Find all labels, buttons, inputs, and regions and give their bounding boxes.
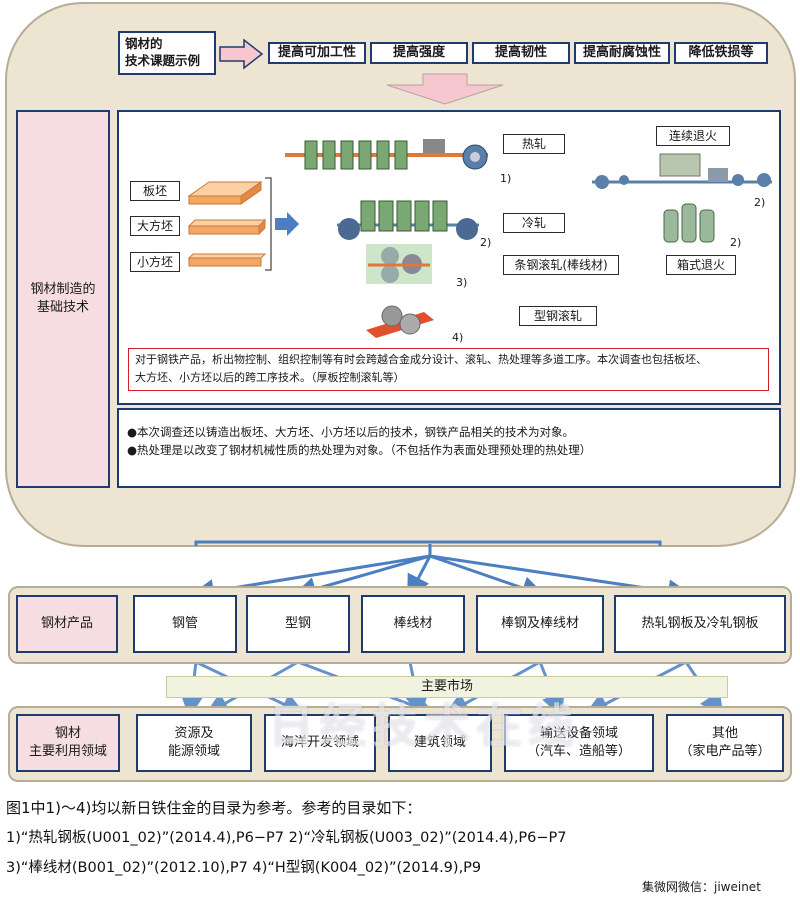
section-rolling-image [366, 305, 434, 338]
topic-toughness: 提高韧性 [472, 42, 570, 64]
topic-workability: 提高可加工性 [268, 42, 366, 64]
ref-mark-2c: 2) [730, 236, 742, 249]
cold-rolling-line [337, 200, 479, 240]
material-bloom: 大方坯 [130, 216, 180, 236]
product-wire-rod: 棒线材 [361, 595, 465, 653]
process-continuous-annealing: 连续退火 [656, 126, 730, 146]
material-slab: 板坯 [130, 181, 180, 201]
basic-tech-line-2: 基础技术 [36, 300, 89, 315]
product-section-steel: 型钢 [246, 595, 350, 653]
ref-mark-3: 3) [456, 276, 468, 289]
material-billet: 小方坯 [130, 252, 180, 272]
product-hot-cold-sheet: 热轧钢板及冷轧钢板 [614, 595, 786, 653]
field-ocean-development: 海洋开发领域 [264, 714, 376, 772]
watermark: 日经技术在线 [268, 699, 580, 753]
cross-process-note-line-2: 大方坯、小方坯以后的跨工序技术。（厚板控制滚轧等） [135, 370, 405, 384]
title-line-1: 钢材的 [125, 36, 163, 52]
ref-mark-2a: 2) [754, 196, 766, 209]
field-resources-energy: 资源及能源领域 [136, 714, 252, 772]
product-bar-and-wire: 棒钢及棒线材 [476, 595, 604, 653]
topic-corrosion: 提高耐腐蚀性 [574, 42, 670, 64]
field-construction: 建筑领域 [388, 714, 492, 772]
fields-label-line-1: 钢材 [54, 726, 81, 742]
fields-label: 钢材 主要利用领域 [16, 714, 120, 772]
topic-iron-loss: 降低铁损等 [674, 42, 768, 64]
basic-tech-label: 钢材制造的 基础技术 [16, 110, 110, 488]
process-hot-rolling: 热轧 [503, 134, 565, 154]
scope-notes: ●本次调查还以铸造出板坯、大方坯、小方坯以后的技术，钢铁产品相关的技术为对象。 … [117, 408, 781, 488]
caption-line-3: 3)“棒线材(B001_02)”(2012.10),P7 4)“H型钢(K004… [6, 860, 482, 876]
process-bar-rolling: 条钢滚轧(棒线材) [503, 255, 619, 275]
topics-arrow [219, 38, 264, 70]
field-other: 其他（家电产品等） [666, 714, 784, 772]
tech-topics-title: 钢材的 技术课题示例 [118, 31, 216, 75]
topic-strength: 提高强度 [370, 42, 468, 64]
cross-process-note-line-1: 对于钢铁产品，析出物控制、组织控制等有时会跨越合金成分设计、滚轧、热处理等多道工… [135, 353, 707, 366]
ref-mark-1a: 1) [500, 172, 512, 185]
process-section-rolling: 型钢滚轧 [519, 306, 597, 326]
main-market-label: 主要市场 [166, 676, 728, 698]
hot-rolling-line [285, 139, 488, 170]
scope-note-1: ●本次调查还以铸造出板坯、大方坯、小方坯以后的技术，钢铁产品相关的技术为对象。 [127, 425, 575, 439]
field-transport-equipment: 输送设备领域（汽车、造船等） [504, 714, 654, 772]
process-box-annealing: 箱式退火 [666, 255, 736, 275]
continuous-annealing-line [592, 153, 772, 189]
fields-label-line-2: 主要利用领域 [28, 744, 107, 759]
cross-process-note: 对于钢铁产品，析出物控制、组织控制等有时会跨越合金成分设计、滚轧、热处理等多道工… [128, 348, 769, 391]
scope-note-2: ●热处理是以改变了钢材机械性质的热处理为对象。（不包括作为表面处理预处理的热处理… [127, 442, 592, 457]
process-cold-rolling: 冷轧 [503, 213, 565, 233]
material-shapes [187, 177, 299, 271]
ref-mark-2b: 2) [480, 236, 492, 249]
caption-line-1: 图1中1)～4)均以新日铁住金的目录为参考。参考的目录如下： [6, 799, 422, 817]
product-steel-pipe: 钢管 [133, 595, 237, 653]
basic-tech-line-1: 钢材制造的 [30, 282, 96, 298]
bar-rolling-image [366, 244, 432, 284]
products-label: 钢材产品 [16, 595, 118, 653]
source-credit: 集微网微信：jiweinet [642, 880, 761, 894]
box-annealing-furnaces [663, 203, 715, 243]
down-arrow-icon [386, 73, 504, 105]
caption-line-2: 1)“热轧钢板(U001_02)”(2014.4),P6−P7 2)“冷轧钢板(… [6, 830, 567, 846]
title-line-2: 技术课题示例 [125, 53, 201, 68]
connector-arrows [180, 540, 724, 718]
ref-mark-4: 4) [452, 331, 464, 344]
